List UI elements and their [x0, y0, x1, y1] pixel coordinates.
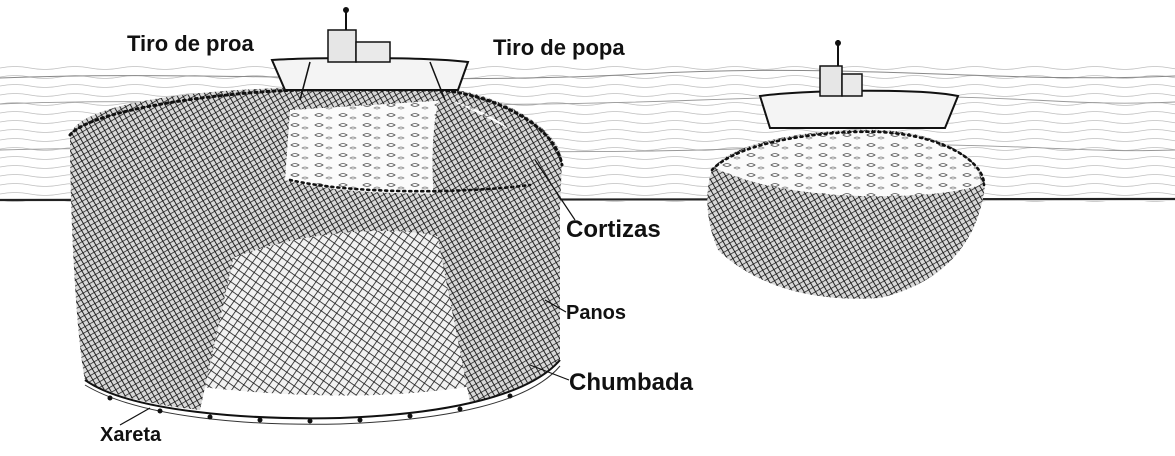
- label-tiro-de-popa: Tiro de popa: [493, 35, 625, 60]
- secondary-boat: [758, 40, 960, 129]
- label-xareta: Xareta: [100, 424, 162, 446]
- xareta-leader: [119, 407, 151, 426]
- label-panos: Panos: [566, 302, 627, 324]
- main-boat: [270, 7, 470, 101]
- label-chumbada: Chumbada: [569, 369, 694, 396]
- cortizas-leader: [534, 159, 576, 221]
- main-purse-seine: [68, 88, 564, 425]
- chumbada-leader: [529, 364, 570, 381]
- secondary-purse-seine: [707, 129, 986, 299]
- panos-leader: [544, 299, 567, 313]
- label-tiro-de-proa: Tiro de proa: [127, 31, 254, 56]
- label-cortizas: Cortizas: [566, 216, 661, 243]
- label-leader-lines: [119, 159, 576, 426]
